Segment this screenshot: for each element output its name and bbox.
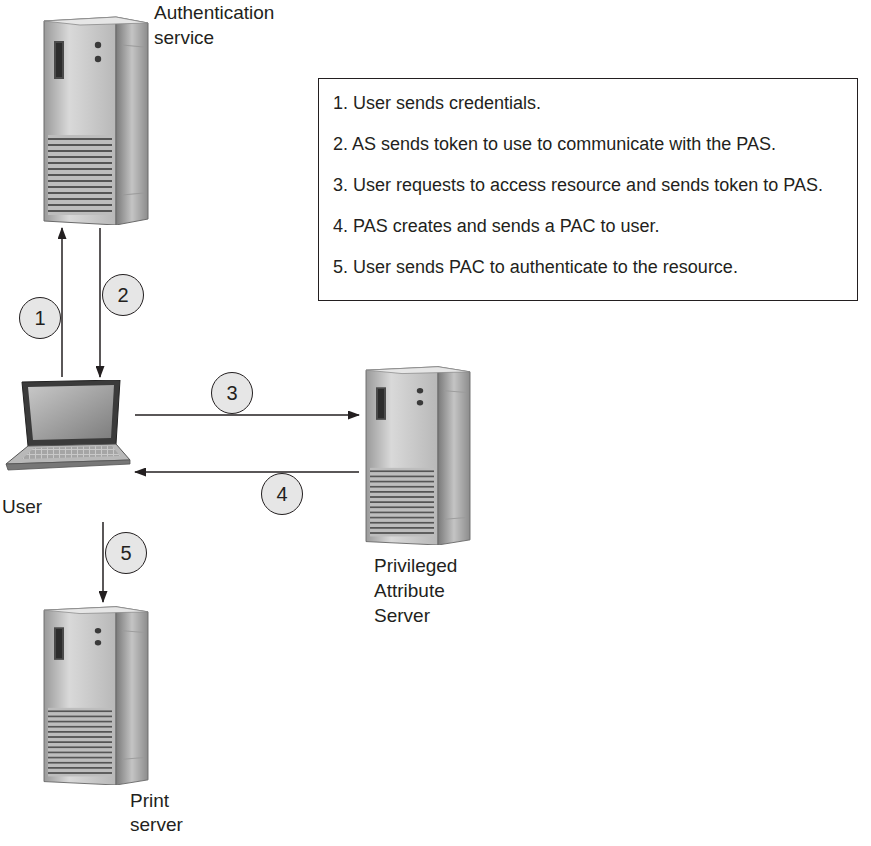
pas-server: Privileged Attribute Server — [362, 365, 474, 628]
callout-number: 3 — [226, 382, 237, 404]
step-text: 5. User sends PAC to authenticate to the… — [333, 255, 841, 279]
node-label: User — [2, 494, 42, 519]
print-server: Print server — [40, 605, 202, 837]
arrow-connector — [99, 228, 101, 377]
arrow-connector — [61, 228, 63, 377]
callout-number: 1 — [34, 307, 45, 329]
step-text: 1. User sends credentials. — [333, 91, 841, 115]
laptop-icon — [0, 380, 132, 472]
server-icon — [40, 15, 150, 225]
callout-number: 5 — [120, 542, 131, 564]
node-label: Privileged Attribute Server — [374, 553, 474, 628]
server-icon — [40, 605, 150, 785]
arrow-connector — [135, 471, 359, 473]
auth-server: Authentication service — [40, 0, 294, 225]
arrow-connector — [135, 414, 359, 416]
step-text: 3. User requests to access resource and … — [333, 173, 841, 197]
step-text: 2. AS sends token to use to communicate … — [333, 132, 841, 156]
callout-circle: 3 — [211, 372, 253, 414]
callout-circle: 4 — [261, 473, 303, 515]
server-icon — [362, 365, 472, 545]
callout-circle: 5 — [105, 532, 147, 574]
node-label: Authentication service — [154, 0, 294, 50]
user-laptop: User — [0, 380, 132, 519]
callout-circle: 2 — [102, 274, 144, 316]
steps-box: 1. User sends credentials. 2. AS sends to… — [318, 78, 858, 301]
callout-number: 2 — [117, 284, 128, 306]
callout-circle: 1 — [19, 297, 61, 339]
arrow-connector — [102, 522, 104, 602]
step-text: 4. PAS creates and sends a PAC to user. — [333, 214, 841, 238]
node-label: Print server — [130, 789, 202, 837]
callout-number: 4 — [276, 483, 287, 505]
